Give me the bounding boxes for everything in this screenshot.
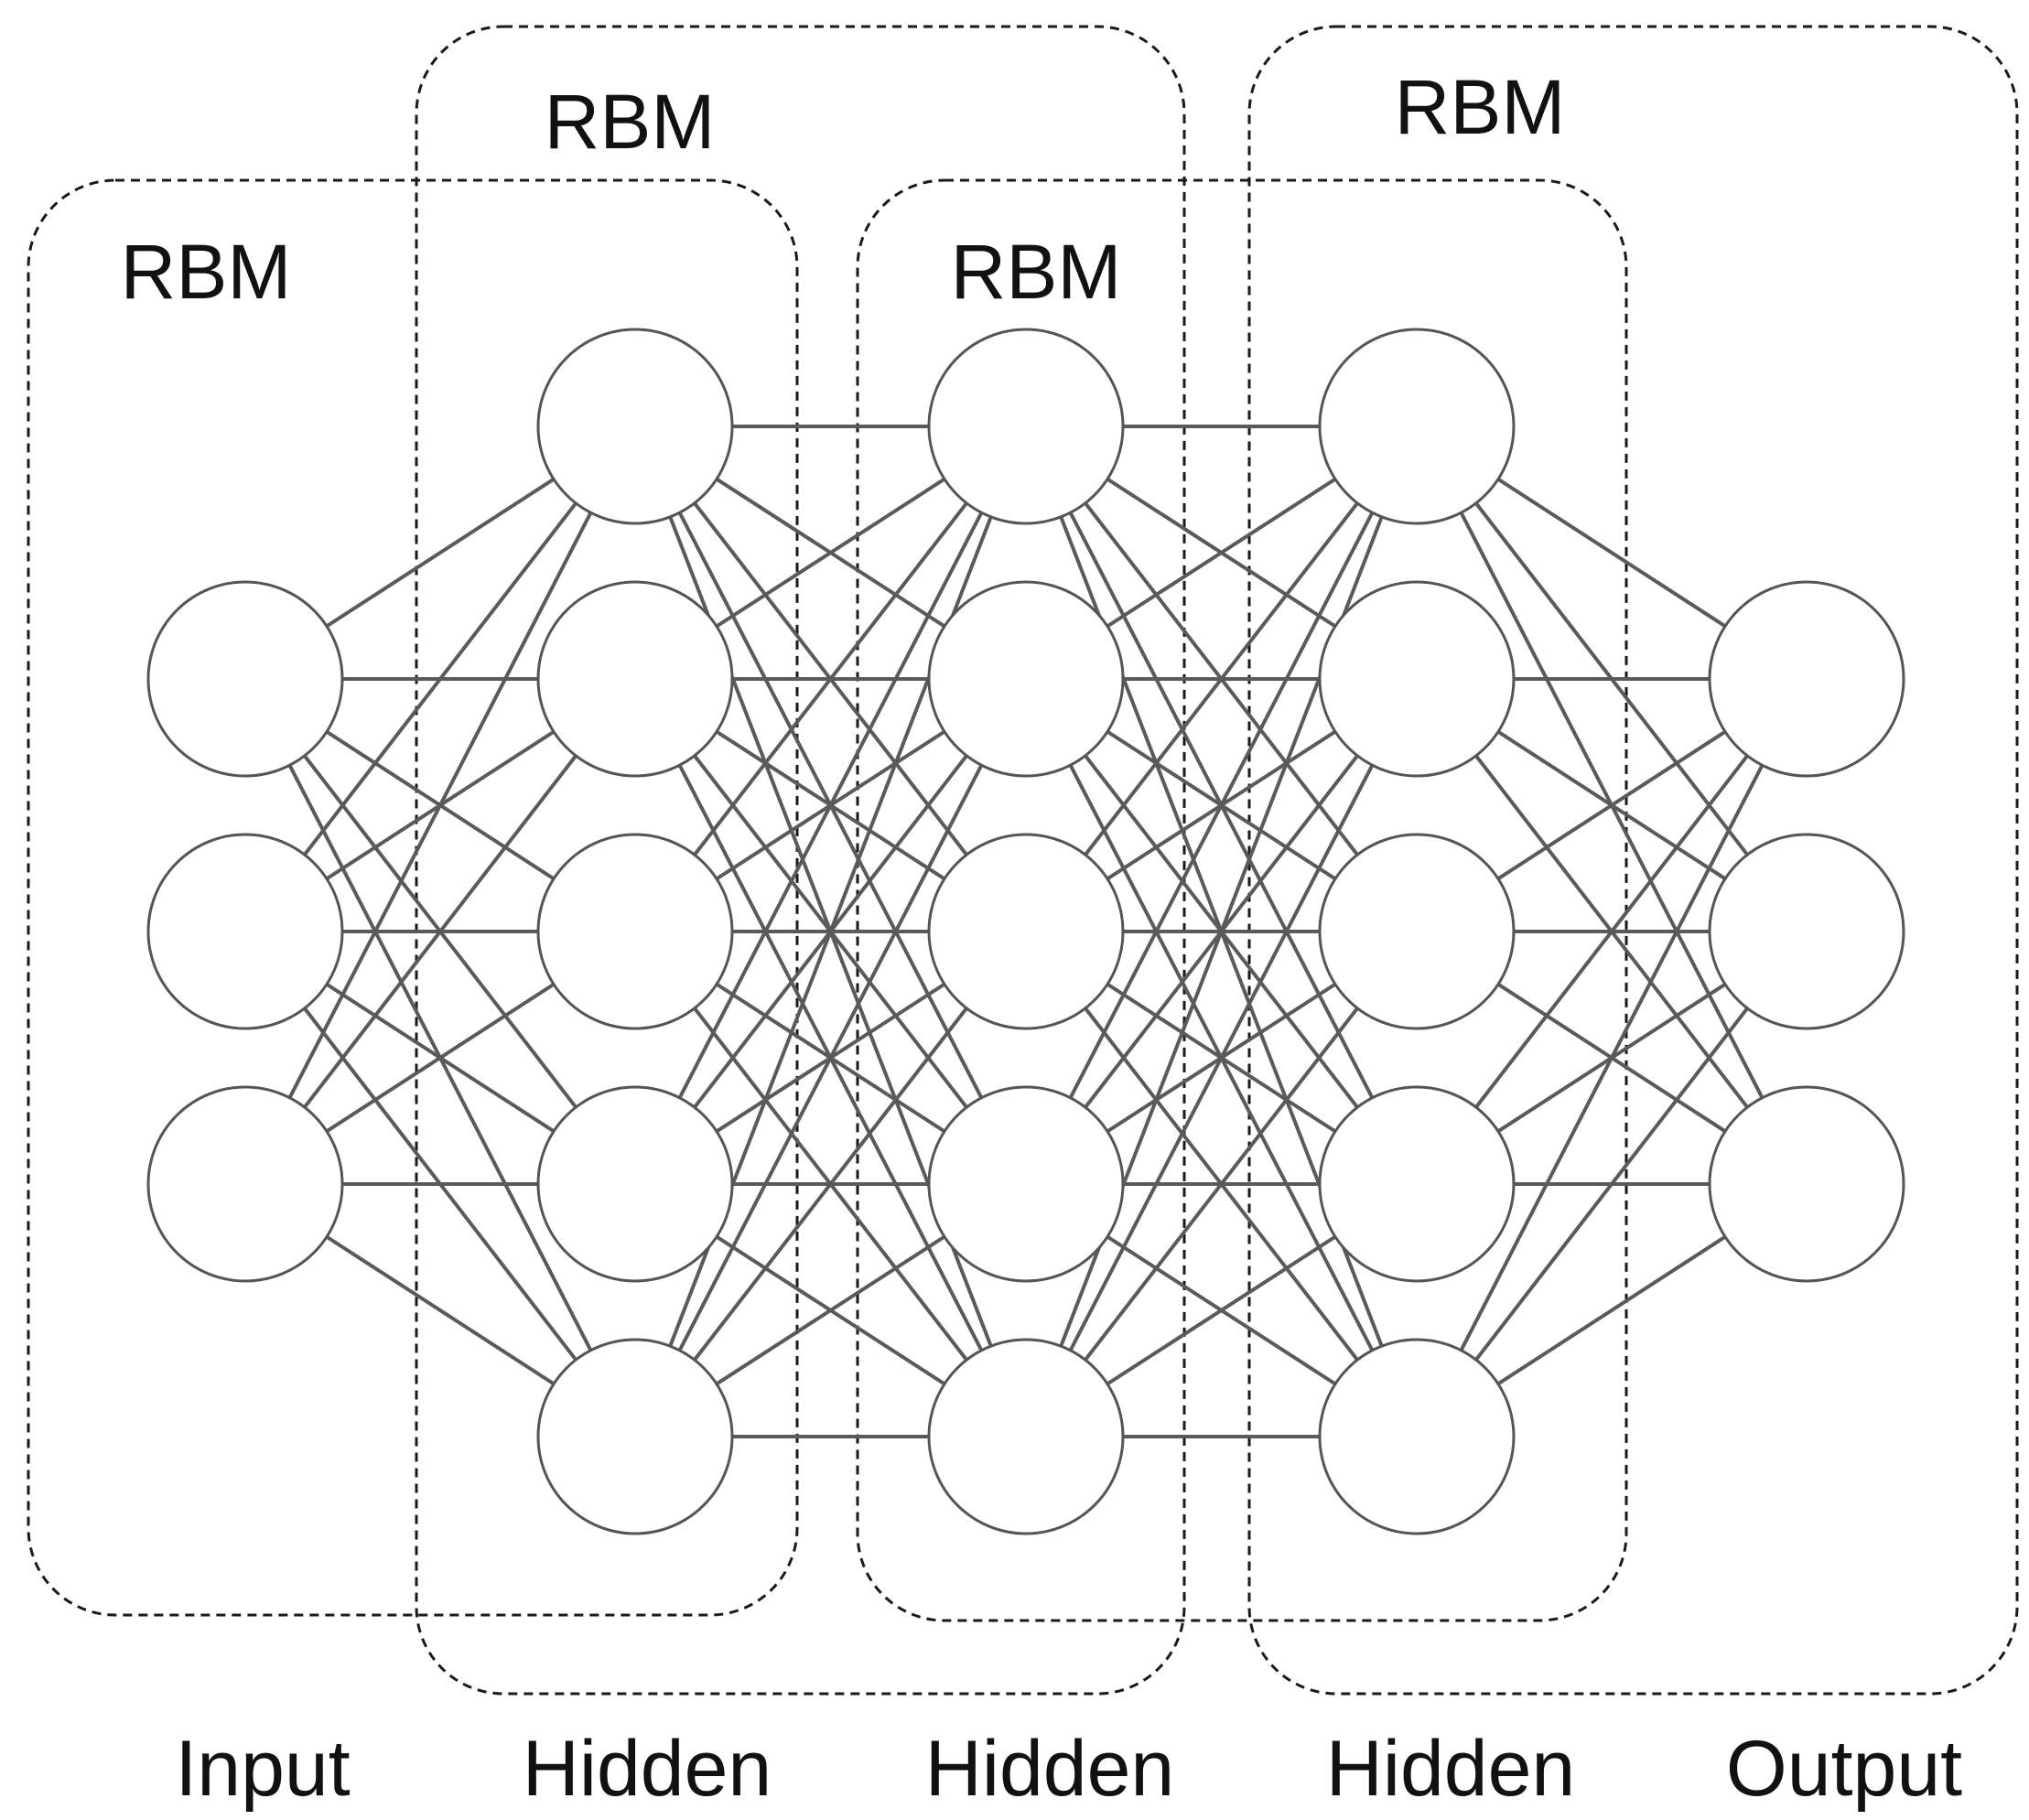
edge-l2n5-l3n2: [633, 677, 1028, 1438]
rbm-label-1: RBM: [121, 229, 292, 315]
neuron-layer1-2: [146, 833, 344, 1030]
rbm-label-2: RBM: [545, 79, 716, 165]
layer-label-hidden-2: Hidden: [925, 1725, 1175, 1813]
edge-l4n5-l5n2: [1415, 930, 1808, 1438]
neuron-layer3-5: [927, 1338, 1125, 1535]
neuron-layer4-2: [1318, 580, 1516, 778]
neuron-layer2-5: [536, 1338, 734, 1535]
neuron-layer2-3: [536, 833, 734, 1030]
edge-l2n3-l3n1: [633, 425, 1028, 933]
layer-label-hidden-3: Hidden: [1326, 1725, 1576, 1813]
neuron-layer4-4: [1318, 1085, 1516, 1283]
neurons: [146, 328, 1905, 1535]
layer-label-hidden-1: Hidden: [523, 1725, 772, 1813]
neuron-layer3-2: [927, 580, 1125, 778]
edge-l3n5-l4n3: [1024, 930, 1419, 1438]
edge-l4n5-l5n1: [1415, 677, 1808, 1438]
layer-labels: Input Hidden Hidden Hidden Output: [175, 1725, 1962, 1813]
neuron-layer4-1: [1318, 328, 1516, 525]
edge-l3n5-l4n1: [1024, 425, 1419, 1438]
layer-label-input: Input: [175, 1725, 350, 1813]
edge-l2n4-l3n1: [633, 425, 1028, 1186]
neuron-layer3-3: [927, 833, 1125, 1030]
neuron-layer3-4: [927, 1085, 1125, 1283]
neuron-layer3-1: [927, 328, 1125, 525]
edge-l2n5-l3n3: [633, 930, 1028, 1438]
neuron-layer1-3: [146, 1085, 344, 1283]
neuron-layer1-1: [146, 580, 344, 778]
neuron-layer5-2: [1708, 833, 1905, 1030]
edge-l1n3-l2n2: [243, 677, 637, 1186]
neuron-layer5-3: [1708, 1085, 1905, 1283]
edge-l3n4-l4n1: [1024, 425, 1419, 1186]
edge-l2n5-l3n1: [633, 425, 1028, 1438]
edge-l3n5-l4n2: [1024, 677, 1419, 1438]
edge-l1n3-l2n1: [243, 425, 637, 1186]
edge-l3n3-l4n1: [1024, 425, 1419, 933]
layer-label-output: Output: [1726, 1725, 1962, 1813]
rbm-label-4: RBM: [1395, 64, 1566, 150]
neuron-layer2-4: [536, 1085, 734, 1283]
rbm-labels: RBM RBM RBM RBM: [121, 64, 1566, 315]
neuron-layer4-5: [1318, 1338, 1516, 1535]
edge-l1n2-l2n1: [243, 425, 637, 933]
rbm-box-2: [415, 25, 1186, 1696]
neuron-layer2-2: [536, 580, 734, 778]
rbm-label-3: RBM: [951, 229, 1122, 315]
neuron-layer4-3: [1318, 833, 1516, 1030]
neuron-layer5-1: [1708, 580, 1905, 778]
rbm-box-4: [1247, 25, 2019, 1696]
neuron-layer2-1: [536, 328, 734, 525]
edge-l4n4-l5n1: [1415, 677, 1808, 1186]
rbm-boxes: [27, 25, 2019, 1696]
rbm-box-1: [27, 178, 799, 1617]
rbm-box-3: [856, 178, 1628, 1622]
